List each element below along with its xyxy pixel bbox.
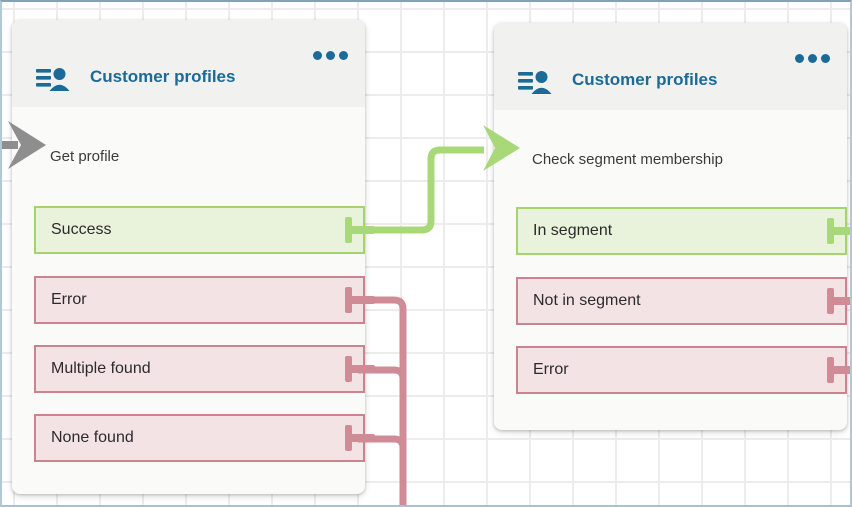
port-connector-handle[interactable] bbox=[345, 217, 375, 243]
port-connector-handle[interactable] bbox=[827, 288, 850, 314]
block-menu-button[interactable] bbox=[793, 52, 832, 65]
port-connector-handle[interactable] bbox=[345, 425, 375, 451]
output-port-in-segment: In segment bbox=[516, 207, 850, 255]
ellipsis-icon bbox=[821, 54, 830, 63]
ellipsis-icon bbox=[313, 51, 322, 60]
port-connector-handle[interactable] bbox=[827, 218, 850, 244]
output-port-multiple-found: Multiple found bbox=[34, 345, 375, 393]
port-connector-handle[interactable] bbox=[345, 356, 375, 382]
flow-block-check-segment-membership[interactable]: Customer profiles Check segment membersh… bbox=[494, 23, 850, 430]
port-label: Success bbox=[51, 221, 112, 238]
ellipsis-icon bbox=[326, 51, 335, 60]
port-connector-handle[interactable] bbox=[827, 357, 850, 383]
customer-profiles-icon bbox=[518, 71, 552, 94]
port-label: Multiple found bbox=[51, 360, 151, 377]
block-header: Customer profiles bbox=[12, 20, 365, 107]
port-label: In segment bbox=[533, 222, 613, 239]
port-label: None found bbox=[51, 429, 134, 446]
port-label: Error bbox=[51, 291, 87, 308]
output-port-success: Success bbox=[34, 206, 375, 254]
block-title: Customer profiles bbox=[90, 67, 236, 86]
block-title: Customer profiles bbox=[572, 70, 718, 89]
block-header: Customer profiles bbox=[494, 23, 847, 110]
flow-block-get-profile[interactable]: Customer profiles Get profile Success Er… bbox=[12, 20, 375, 494]
customer-profiles-icon bbox=[36, 68, 70, 91]
output-port-error: Error bbox=[516, 346, 850, 394]
output-port-not-in-segment: Not in segment bbox=[516, 277, 850, 325]
ellipsis-icon bbox=[808, 54, 817, 63]
port-connector-handle[interactable] bbox=[345, 287, 375, 313]
output-port-error: Error bbox=[34, 276, 375, 324]
port-label: Not in segment bbox=[533, 292, 641, 309]
port-label: Error bbox=[533, 361, 569, 378]
ellipsis-icon bbox=[795, 54, 804, 63]
ellipsis-icon bbox=[339, 51, 348, 60]
step-label: Get profile bbox=[50, 148, 120, 165]
output-port-none-found: None found bbox=[34, 414, 375, 462]
block-menu-button[interactable] bbox=[311, 49, 350, 62]
step-label: Check segment membership bbox=[532, 151, 723, 168]
